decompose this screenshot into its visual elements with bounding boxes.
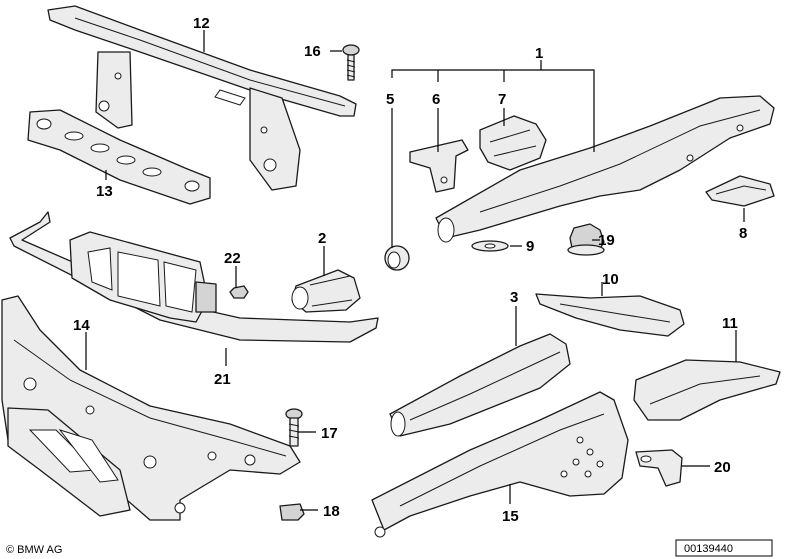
callout-15: 15 [502, 508, 519, 525]
callout-14: 14 [73, 317, 90, 334]
callout-16: 16 [304, 43, 321, 60]
callout-2: 2 [318, 230, 326, 247]
callout-5: 5 [386, 91, 394, 108]
callout-13: 13 [96, 183, 113, 200]
callout-6: 6 [432, 91, 440, 108]
callout-19: 19 [598, 232, 615, 249]
callout-3: 3 [510, 289, 518, 306]
part-10-arch-panel[interactable] [535, 293, 685, 337]
leader-lines [85, 30, 745, 511]
callout-18: 18 [323, 503, 340, 520]
part-8-bracket-plate[interactable] [705, 175, 775, 207]
part-21-front-panel-trim[interactable] [9, 211, 379, 343]
part-7-reinforcement[interactable] [479, 115, 547, 171]
copyright-label: © BMW AG [6, 544, 62, 556]
callout-9: 9 [526, 238, 534, 255]
part-16-bolt[interactable] [342, 44, 360, 81]
part-1-side-member[interactable] [435, 95, 775, 243]
callout-11: 11 [722, 315, 738, 332]
callout-21: 21 [214, 371, 231, 388]
part-5-sleeve[interactable] [384, 245, 410, 271]
part-22-nut[interactable] [229, 285, 249, 299]
part-12-upper-cross-member[interactable] [47, 5, 357, 191]
doc-number: 00139440 [684, 543, 733, 555]
callout-8: 8 [739, 225, 747, 242]
part-17-bolt[interactable] [285, 408, 303, 447]
part-20-angle-bracket[interactable] [635, 449, 683, 487]
part-13-perforated-bracket[interactable] [27, 109, 211, 205]
part-14-front-carrier[interactable] [1, 295, 301, 521]
callout-17: 17 [321, 425, 338, 442]
part-11-corner-panel[interactable] [633, 359, 781, 421]
part-3-lower-side-member[interactable] [389, 333, 571, 437]
callout-20: 20 [714, 459, 731, 476]
part-18-clip[interactable] [279, 503, 305, 521]
doc-number-box [675, 539, 773, 557]
part-9-washer[interactable] [471, 240, 509, 252]
part-19-buffer[interactable] [567, 223, 605, 256]
callout-22: 22 [224, 250, 241, 267]
part-2-bracket[interactable] [291, 269, 361, 313]
part-15-engine-support[interactable] [371, 391, 629, 538]
callout-10: 10 [602, 271, 619, 288]
callout-1: 1 [535, 45, 543, 62]
callout-labels: 12 16 1 5 6 7 13 8 2 22 9 19 10 3 11 14 … [73, 15, 747, 525]
callout-7: 7 [498, 91, 506, 108]
callout-12: 12 [193, 15, 210, 32]
part-6-bracket[interactable] [409, 139, 469, 193]
